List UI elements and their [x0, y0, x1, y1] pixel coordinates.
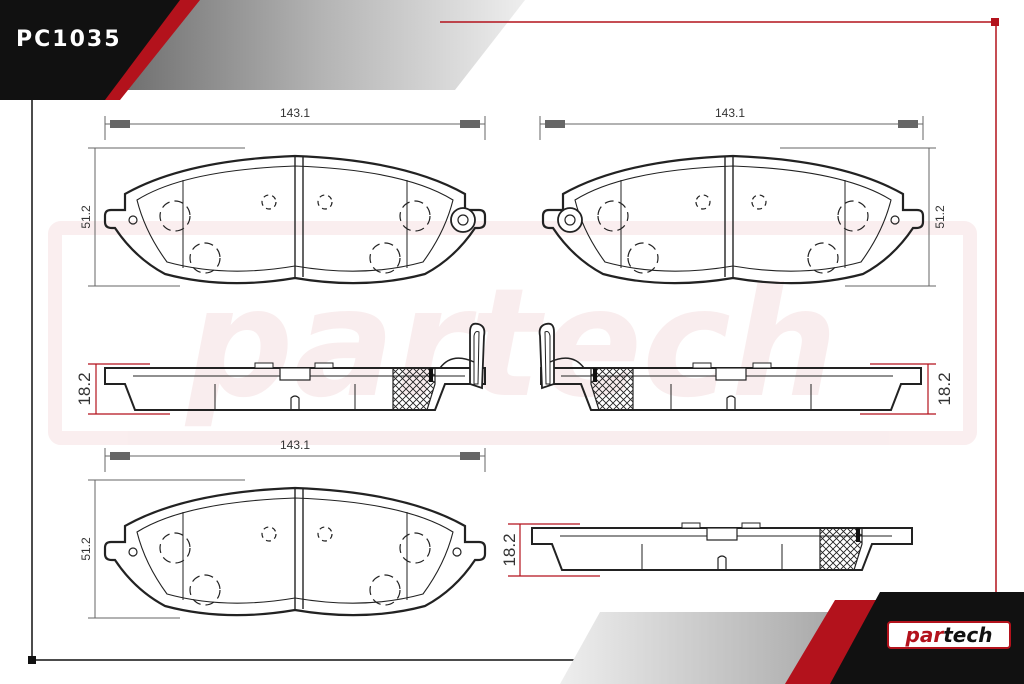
- pad-side-left: [104, 322, 486, 411]
- header-banner: [0, 0, 999, 600]
- width-label: 143.1: [280, 438, 310, 452]
- logo-text-tech: tech: [943, 623, 992, 647]
- height-dimension-top-right: 51.2: [780, 147, 947, 287]
- svg-text:partech: partech: [905, 623, 993, 647]
- pad-face-top-left: [103, 154, 487, 285]
- part-code: PC1035: [16, 27, 122, 52]
- thickness-dimension-left: 18.2: [75, 363, 170, 415]
- pad-side-right: [538, 322, 922, 411]
- pad-side-bottom: [531, 522, 913, 571]
- height-label: 51.2: [933, 205, 947, 229]
- width-dimension-top-right: 143.1: [539, 106, 924, 140]
- height-label: 51.2: [79, 205, 93, 229]
- watermark-text: partech: [184, 257, 838, 431]
- watermark-logo: partech: [48, 221, 977, 445]
- thickness-dimension-right: 18.2: [860, 363, 954, 415]
- wear-indicator-clip: [469, 322, 486, 390]
- logo-text-par: par: [905, 623, 945, 647]
- height-dimension-top-left: 51.2: [79, 147, 245, 287]
- width-dimension-bottom: 143.1: [104, 438, 486, 472]
- width-label: 143.1: [715, 106, 745, 120]
- pad-face-bottom: [103, 486, 487, 617]
- thickness-label: 18.2: [75, 372, 94, 405]
- thickness-dimension-bottom: 18.2: [500, 523, 600, 577]
- wear-indicator-clip: [538, 322, 555, 390]
- pad-face-top-right: [541, 154, 925, 285]
- thickness-label: 18.2: [935, 372, 954, 405]
- brand-logo: partech: [887, 621, 1011, 649]
- height-dimension-bottom: 51.2: [79, 479, 245, 619]
- height-label: 51.2: [79, 537, 93, 561]
- width-label: 143.1: [280, 106, 310, 120]
- thickness-label: 18.2: [500, 533, 519, 566]
- width-dimension-top-left: 143.1: [104, 106, 486, 140]
